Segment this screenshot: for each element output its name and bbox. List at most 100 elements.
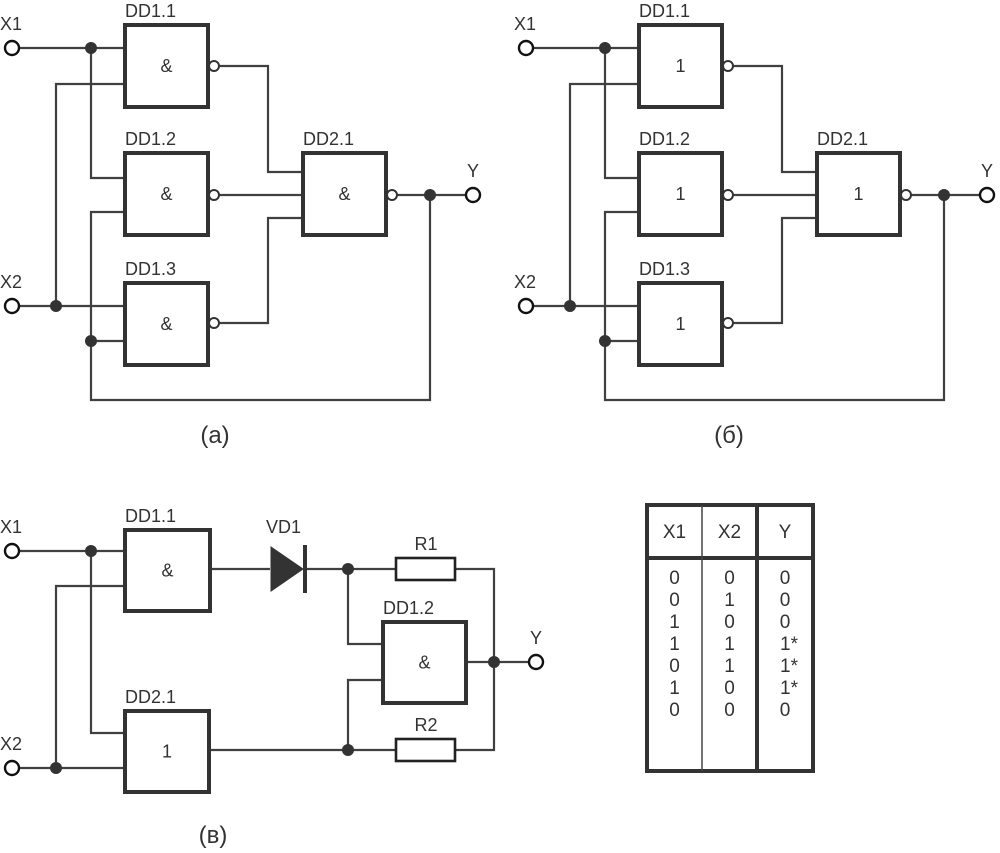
- table-cell: 0: [724, 700, 735, 721]
- gate-body: [123, 151, 210, 237]
- table-cell: 1*: [780, 634, 799, 655]
- table-cell: 1: [724, 634, 735, 655]
- resistor-label: R1: [414, 534, 437, 554]
- gate-label: DD1.1: [125, 506, 176, 526]
- inversion-bubble: [386, 189, 398, 201]
- logic-gate-dd1-2: &DD1.2: [381, 598, 468, 705]
- x1-to-dd2-1-wire: [89, 551, 125, 735]
- table-border: [645, 503, 815, 773]
- table-header-cell: X2: [718, 522, 741, 543]
- gate-body: [815, 151, 902, 237]
- table-cell: 0: [724, 612, 735, 633]
- gate-symbol: 1: [675, 56, 685, 76]
- gate-label: DD1.2: [125, 129, 176, 149]
- gate-body: [123, 709, 211, 794]
- logic-gate-dd2-1: 1 DD2.1: [123, 687, 211, 794]
- table-cell: 0: [724, 568, 735, 589]
- input-label-x1: X1: [0, 14, 22, 34]
- table-cell: 0: [669, 590, 680, 611]
- table-row: 1 1 1*: [669, 634, 798, 655]
- input-terminal-x1: [517, 39, 535, 57]
- input-terminal-x1: [3, 39, 21, 57]
- diode-label: VD1: [266, 517, 301, 537]
- gate-label: DD1.2: [383, 598, 434, 618]
- output-label-y: Y: [981, 161, 993, 181]
- junction-dot: [599, 42, 611, 54]
- junction-dot: [564, 300, 576, 312]
- node-to-dd1-2-in1-wire: [346, 569, 383, 646]
- table-cell: 0: [780, 700, 791, 721]
- logic-gate-dd1-1: &DD1.1: [123, 1, 220, 109]
- gate-symbol: 1: [675, 184, 685, 204]
- table-cell: 0: [669, 568, 680, 589]
- output-terminal-y: [464, 186, 482, 204]
- table-cell: 1: [724, 656, 735, 677]
- table-cell: 1: [669, 678, 680, 699]
- table-cell: 0: [669, 700, 680, 721]
- table-cell: 0: [780, 612, 791, 633]
- table-row: 0 0 0: [669, 568, 790, 589]
- gate-label: DD2.1: [303, 129, 354, 149]
- junction-dot: [424, 189, 436, 201]
- diode-vd1: VD1: [266, 517, 307, 593]
- panel-caption: (б): [714, 422, 744, 449]
- table-cell: 1: [669, 612, 680, 633]
- input-label-x1: X1: [514, 14, 536, 34]
- input-label-x2: X2: [0, 734, 22, 754]
- gate-body: [637, 281, 724, 367]
- dd1-3-out-wire: [219, 216, 303, 325]
- panel-caption: (в): [199, 822, 228, 849]
- input-terminal-x2: [517, 297, 535, 315]
- logic-gate-dd1-1: & DD1.1: [123, 506, 212, 613]
- input-label-x2: X2: [514, 272, 536, 292]
- gate-symbol: 1: [675, 314, 685, 334]
- gate-body: [381, 620, 468, 705]
- table-cell: 0: [780, 590, 791, 611]
- resistor-r1: R1: [394, 534, 457, 582]
- dd1-1-out-wire: [219, 64, 303, 174]
- resistor-body: [394, 737, 457, 763]
- output-label-y: Y: [467, 161, 479, 181]
- inversion-bubble: [208, 189, 220, 201]
- gate-label: DD1.3: [639, 259, 690, 279]
- gate-symbol: &: [160, 314, 172, 334]
- junction-dot: [342, 563, 354, 575]
- table-cell: 1: [669, 634, 680, 655]
- input-terminal-x1: [3, 542, 21, 560]
- output-terminal-y: [527, 653, 545, 671]
- feedback-wire: [603, 195, 946, 402]
- logic-gate-dd1-3: 1 DD1.3: [637, 259, 734, 367]
- junction-dot: [599, 335, 611, 347]
- resistor-r2: R2: [394, 715, 457, 763]
- table-cell: 0: [780, 568, 791, 589]
- gate-symbol: &: [160, 184, 172, 204]
- logic-gate-dd2-1: &DD2.1: [301, 129, 398, 237]
- junction-dot: [342, 744, 354, 756]
- gate-body: [123, 281, 210, 367]
- gate-body: [123, 528, 212, 613]
- input-terminal-x2: [3, 297, 21, 315]
- gate-label: DD2.1: [125, 687, 176, 707]
- gate-body: [637, 151, 724, 237]
- dd1-3-out-wire: [733, 216, 817, 325]
- gate-body: [123, 23, 210, 109]
- gate-symbol: &: [161, 561, 173, 581]
- dd1-1-out-wire: [733, 64, 817, 174]
- input-label-x2: X2: [0, 272, 22, 292]
- x1-to-dd1-2-wire: [89, 48, 125, 180]
- junction-dot: [85, 335, 97, 347]
- feedback-wire: [89, 195, 432, 402]
- gate-symbol: 1: [162, 742, 172, 762]
- table-cell: 0: [669, 656, 680, 677]
- table-row: 1 0 0: [669, 612, 790, 633]
- junction-dot: [50, 300, 62, 312]
